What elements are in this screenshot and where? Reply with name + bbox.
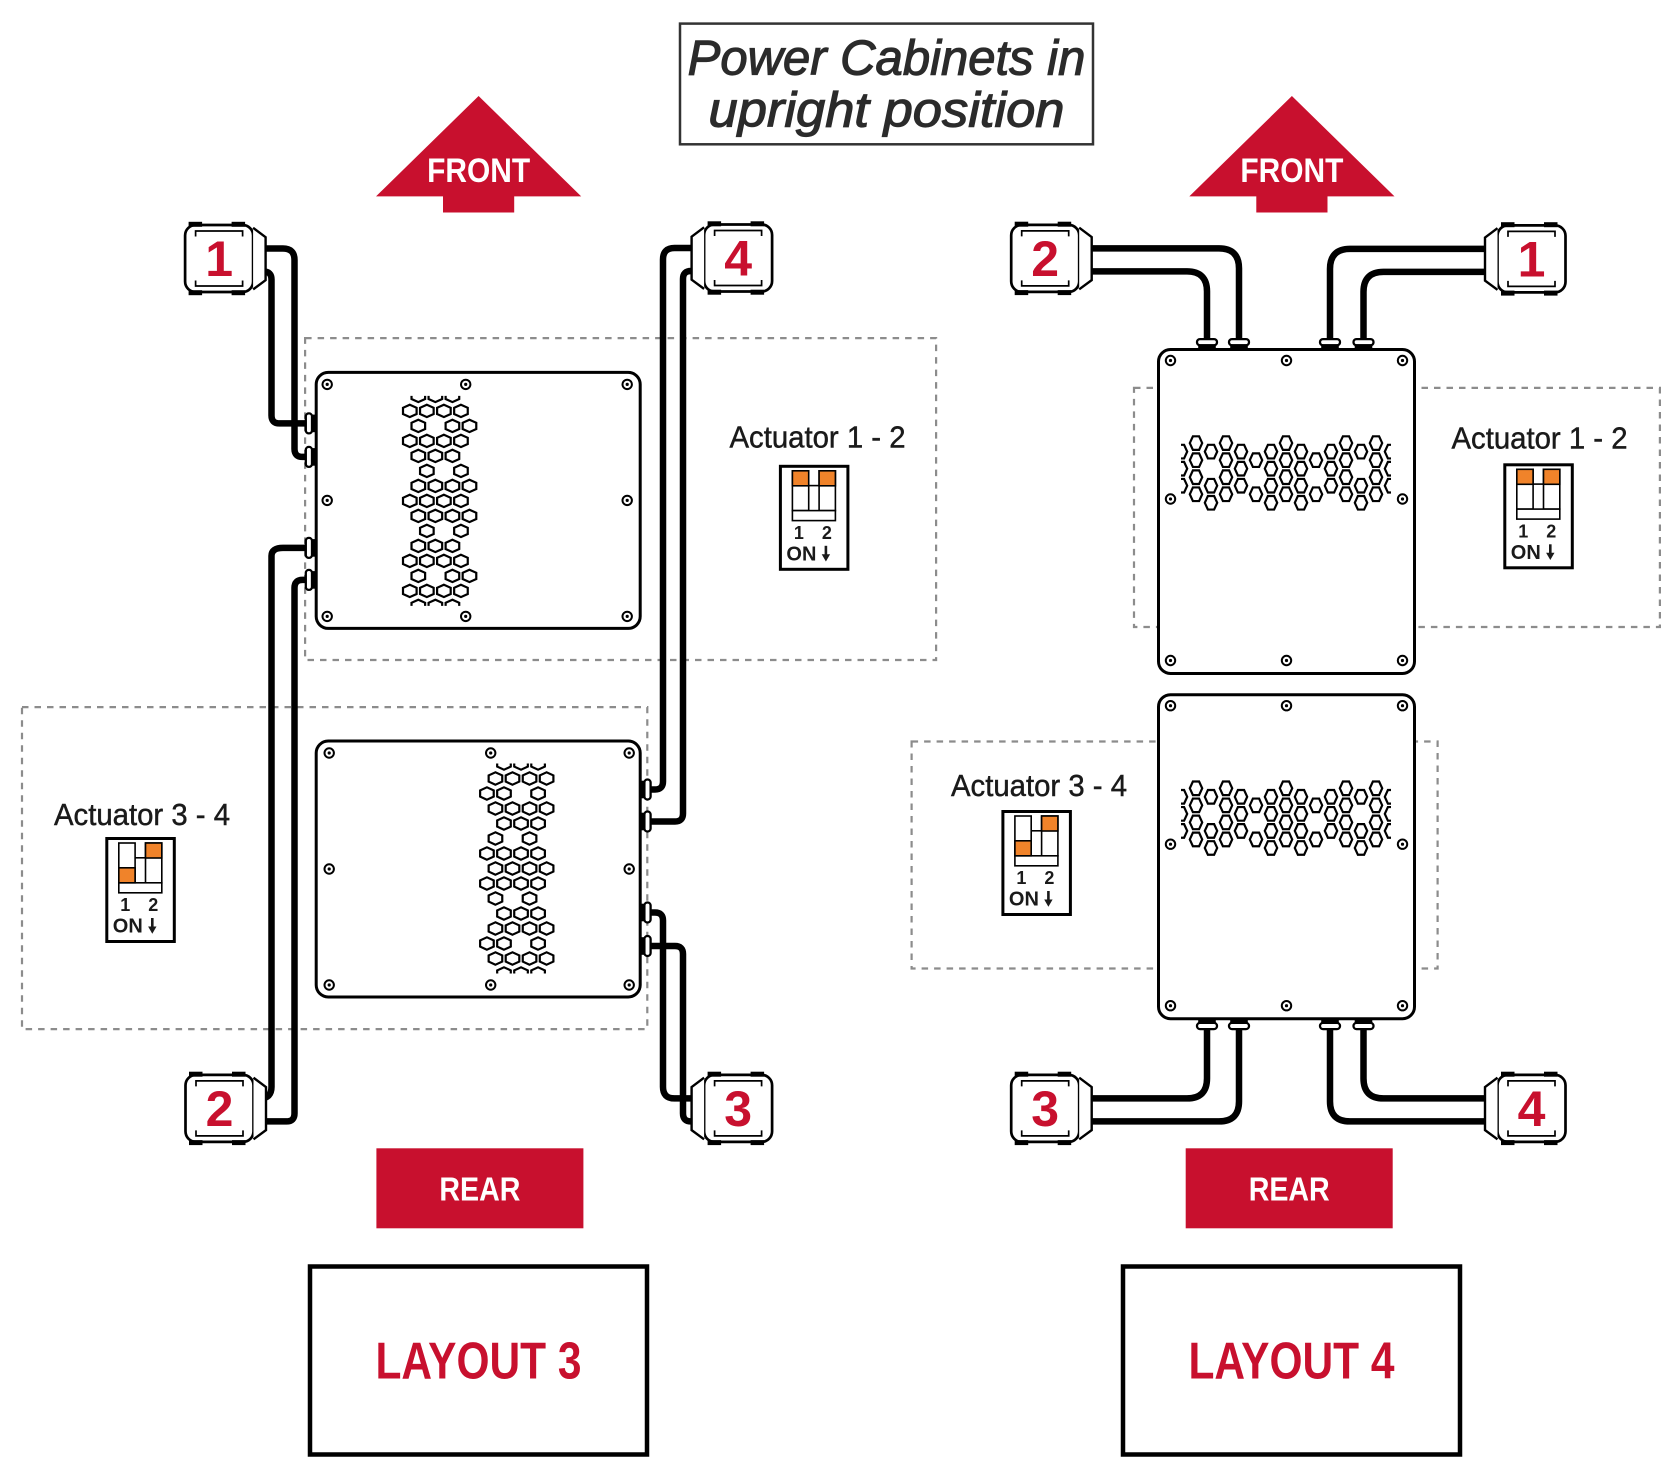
svg-text:FRONT: FRONT: [427, 152, 530, 190]
svg-text:1: 1: [205, 231, 233, 287]
svg-text:2: 2: [206, 1081, 234, 1137]
svg-text:upright position: upright position: [709, 84, 1065, 138]
svg-text:LAYOUT 3: LAYOUT 3: [376, 1333, 582, 1391]
svg-text:Actuator 3 - 4: Actuator 3 - 4: [951, 768, 1127, 803]
svg-text:2: 2: [1031, 231, 1059, 287]
svg-text:Actuator 1 - 2: Actuator 1 - 2: [1452, 421, 1628, 456]
svg-text:4: 4: [1518, 1081, 1546, 1137]
svg-text:3: 3: [724, 1081, 752, 1137]
svg-text:4: 4: [724, 231, 752, 287]
svg-text:Power Cabinets in: Power Cabinets in: [688, 31, 1086, 85]
svg-text:REAR: REAR: [439, 1170, 520, 1207]
svg-text:3: 3: [1031, 1081, 1059, 1137]
svg-text:LAYOUT 4: LAYOUT 4: [1189, 1333, 1395, 1391]
svg-text:REAR: REAR: [1249, 1170, 1330, 1207]
svg-text:Actuator 1 - 2: Actuator 1 - 2: [730, 420, 906, 455]
svg-text:FRONT: FRONT: [1240, 152, 1343, 190]
svg-text:1: 1: [1518, 231, 1546, 287]
svg-text:Actuator 3 - 4: Actuator 3 - 4: [54, 797, 230, 832]
